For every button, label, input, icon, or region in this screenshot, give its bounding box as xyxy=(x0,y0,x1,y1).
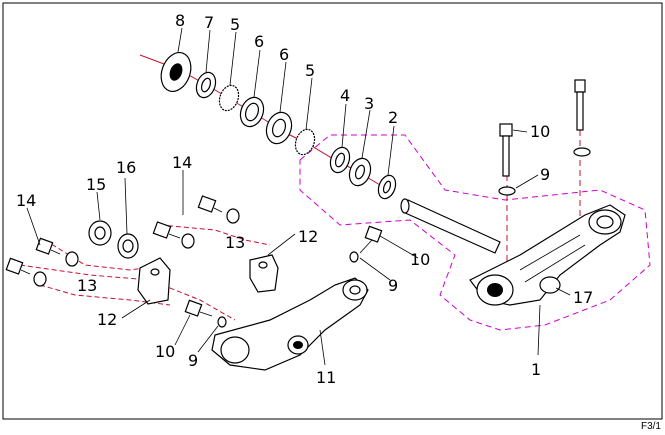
callout-5a: 5 xyxy=(230,15,240,34)
callout-7: 7 xyxy=(204,13,214,32)
callout-5b: 5 xyxy=(305,61,315,80)
callout-4: 4 xyxy=(340,86,350,105)
bolt-left xyxy=(498,123,516,196)
bolt-set-lower xyxy=(5,237,79,287)
clamp-center xyxy=(249,254,279,293)
left-guide-1 xyxy=(19,264,236,321)
callout-8: 8 xyxy=(175,11,185,30)
bolt-lower xyxy=(184,299,227,328)
leader-lines xyxy=(26,27,571,366)
callout-12b: 12 xyxy=(97,310,117,329)
diagram-frame xyxy=(2,2,663,420)
callout-14b: 14 xyxy=(16,191,36,210)
callout-9a: 9 xyxy=(540,165,550,184)
page-reference: F3/1 xyxy=(640,421,661,432)
callout-13a: 13 xyxy=(225,233,245,252)
swingarm xyxy=(469,204,626,306)
callout-16: 16 xyxy=(116,158,136,177)
callout-9c: 9 xyxy=(188,351,198,370)
callout-14a: 14 xyxy=(172,153,192,172)
callout-13b: 13 xyxy=(77,276,97,295)
callout-2: 2 xyxy=(388,108,398,127)
callout-9b: 9 xyxy=(388,276,398,295)
assembly-outline xyxy=(299,134,651,331)
bolt-set-upper xyxy=(152,195,240,249)
callout-3: 3 xyxy=(364,94,374,113)
bolt-center xyxy=(349,225,383,263)
bracket xyxy=(211,277,369,371)
callout-10a: 10 xyxy=(530,122,550,141)
left-guide-3 xyxy=(159,224,271,246)
callout-12a: 12 xyxy=(298,227,318,246)
left-guide-4 xyxy=(39,284,171,306)
callout-1: 1 xyxy=(531,360,541,379)
callout-15: 15 xyxy=(86,175,106,194)
callout-17: 17 xyxy=(573,288,593,307)
bearing-stack xyxy=(160,52,397,200)
callout-11: 11 xyxy=(316,368,336,387)
callout-6a: 6 xyxy=(254,32,264,51)
callout-10c: 10 xyxy=(155,342,175,361)
nut-and-washer xyxy=(88,220,139,259)
bolt-right xyxy=(573,79,591,157)
clamp-left xyxy=(137,257,171,305)
callout-10b: 10 xyxy=(410,250,430,269)
callout-6b: 6 xyxy=(279,45,289,64)
pivot-shaft xyxy=(400,198,501,254)
